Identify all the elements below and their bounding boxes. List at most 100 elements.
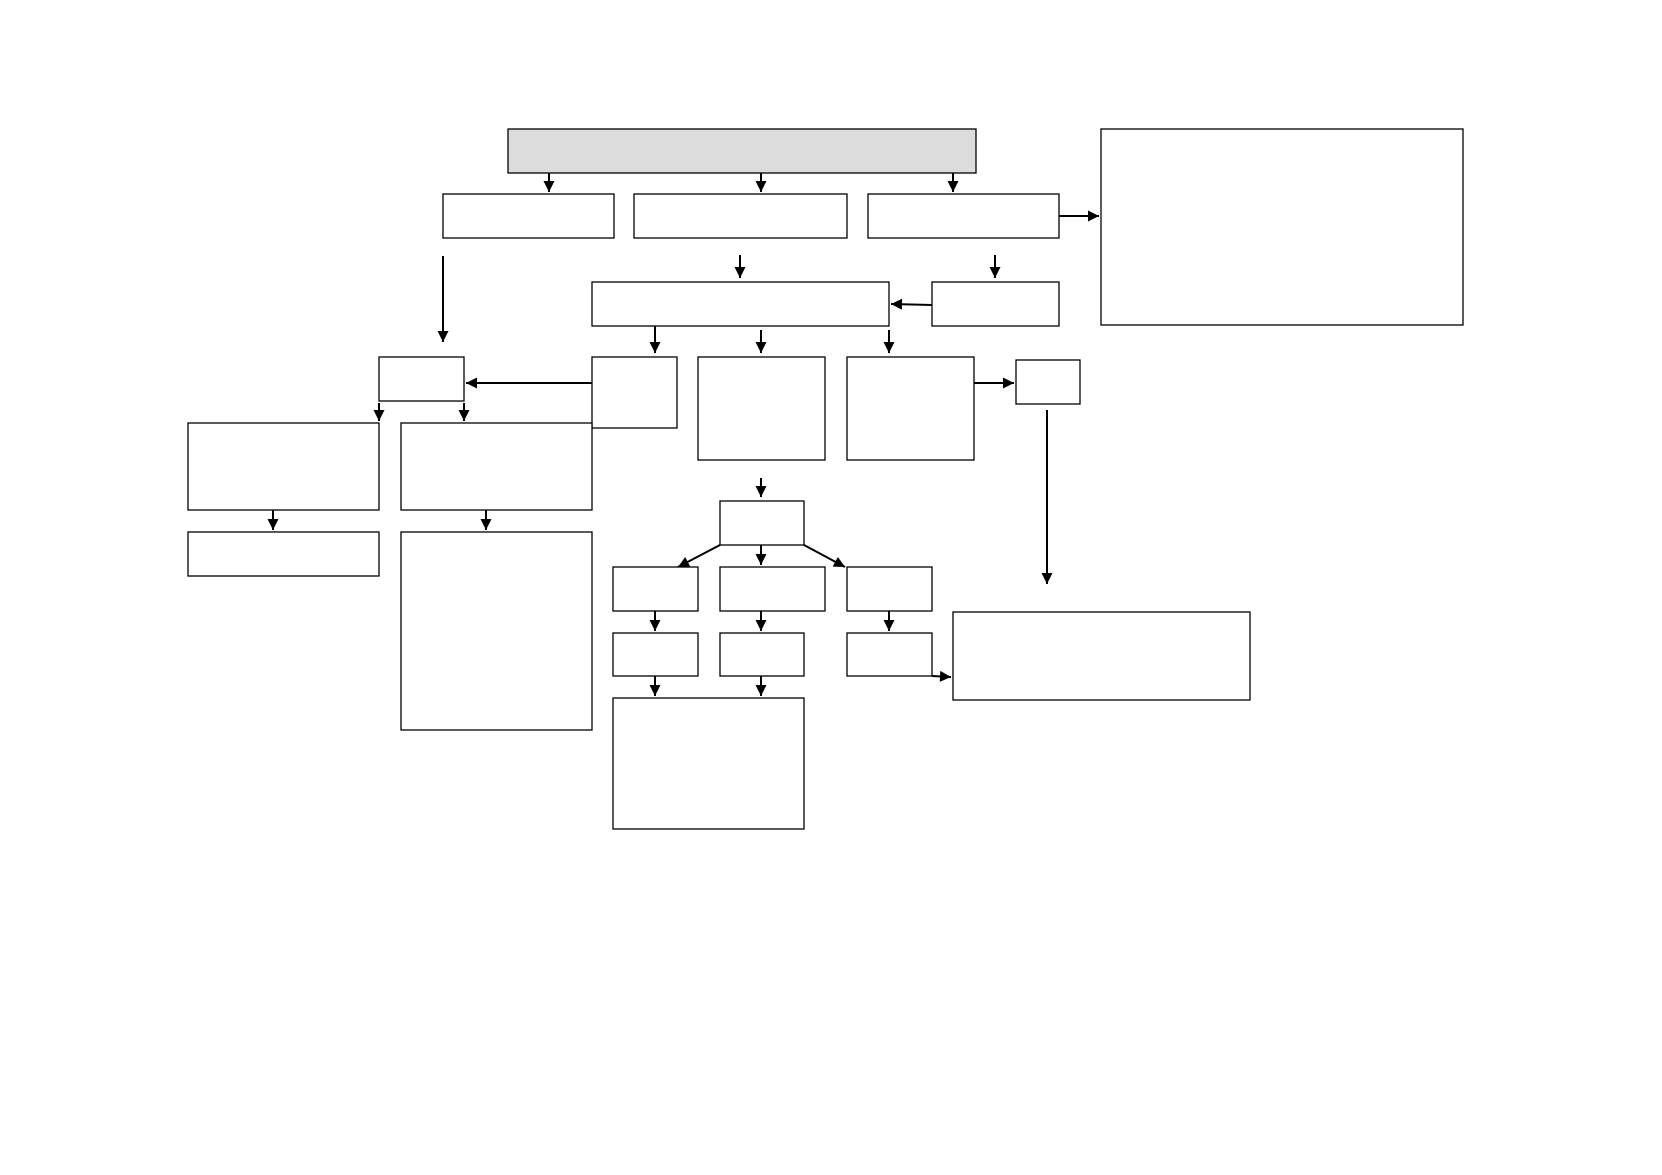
box-shape xyxy=(442,193,615,239)
box-top-header xyxy=(507,128,977,174)
box-col-a xyxy=(591,356,678,429)
box-shape xyxy=(719,500,805,546)
box-branch-mid xyxy=(633,193,848,239)
connector-hub-c2-to-right-box xyxy=(931,670,952,682)
arrowhead xyxy=(437,331,449,342)
arrowhead xyxy=(649,685,661,696)
connector-branch-right-to-side-panel xyxy=(1059,210,1099,222)
box-hub-b xyxy=(719,566,826,612)
connector-hub-a2-to-bottom-box xyxy=(649,676,661,696)
box-branch-right xyxy=(867,193,1060,239)
box-bottom-box xyxy=(612,697,805,830)
arrowhead xyxy=(891,298,903,310)
arrowhead xyxy=(543,181,555,192)
connector-hub-to-hub-c xyxy=(803,544,846,568)
box-right-box xyxy=(952,611,1251,701)
box-shape xyxy=(400,531,593,731)
connector-hub-b-to-hub-b2 xyxy=(755,611,767,631)
connector-mid-header-to-col-a xyxy=(649,326,661,353)
box-branch-left xyxy=(442,193,615,239)
connector-hub-b2-to-bottom-box xyxy=(755,676,767,696)
connector-hub-a-to-hub-a2 xyxy=(649,611,661,631)
arrowhead xyxy=(1003,377,1014,389)
box-shape xyxy=(378,356,465,402)
arrowhead xyxy=(755,342,767,353)
arrowhead xyxy=(480,519,492,530)
box-shape xyxy=(633,193,848,239)
arrowhead xyxy=(1088,210,1099,222)
box-left-1-child xyxy=(187,531,380,577)
arrowhead xyxy=(755,486,767,497)
box-hub-b2 xyxy=(719,632,805,677)
box-small-left xyxy=(378,356,465,402)
box-shape xyxy=(846,632,933,677)
box-mid-header xyxy=(591,281,890,327)
connector-mid-header-to-col-c xyxy=(883,330,895,353)
box-shape xyxy=(719,632,805,677)
box-shape xyxy=(719,566,826,612)
box-feeder xyxy=(931,281,1060,327)
connector-branch-right-to-feeder xyxy=(989,255,1001,278)
box-hub-a2 xyxy=(612,632,699,677)
connector-branch-left-to-small-left xyxy=(437,256,449,342)
box-shape xyxy=(612,632,699,677)
connector-col-b-to-hub xyxy=(755,478,767,497)
connector-branch-mid-to-mid-header xyxy=(734,255,746,278)
connector-col-a-to-small-left xyxy=(466,377,592,389)
connector-hub-to-hub-a xyxy=(677,544,721,568)
box-left-2 xyxy=(400,422,593,511)
box-side-panel xyxy=(1100,128,1464,326)
connector-small-left-to-left-1 xyxy=(373,403,385,421)
arrowhead xyxy=(466,377,477,389)
arrowhead xyxy=(755,685,767,696)
connector-left-1-to-left-1-child xyxy=(267,510,279,530)
box-shape xyxy=(187,422,380,511)
box-hub-c2 xyxy=(846,632,933,677)
box-shape xyxy=(612,697,805,830)
box-shape xyxy=(591,281,890,327)
connector-small-left-to-left-2 xyxy=(458,403,470,421)
box-left-1 xyxy=(187,422,380,511)
box-left-2-child xyxy=(400,531,593,731)
box-shape xyxy=(1015,359,1081,405)
box-layer xyxy=(187,128,1464,830)
box-shape xyxy=(591,356,678,429)
box-shape xyxy=(612,566,699,612)
connector-top-header-to-branch-right xyxy=(947,173,959,192)
box-shape xyxy=(1100,128,1464,326)
box-shape xyxy=(846,566,933,612)
arrowhead xyxy=(755,620,767,631)
box-shape xyxy=(400,422,593,511)
box-col-b xyxy=(697,356,826,461)
arrowhead xyxy=(267,519,279,530)
box-shape xyxy=(507,128,977,174)
arrowhead xyxy=(755,554,767,565)
connector-top-header-to-branch-mid xyxy=(755,173,767,192)
arrowhead xyxy=(883,342,895,353)
connector-hub-c-to-hub-c2 xyxy=(883,611,895,631)
arrowhead xyxy=(832,556,845,567)
connector-feeder-to-mid-header xyxy=(890,298,933,310)
connector-tiny-right-to-right-box xyxy=(1041,410,1053,584)
arrowhead xyxy=(1041,573,1053,584)
arrowhead xyxy=(373,410,385,421)
box-shape xyxy=(187,531,380,577)
box-shape xyxy=(952,611,1251,701)
connector-hub-to-hub-b xyxy=(755,545,767,565)
connector-left-2-to-left-2-child xyxy=(480,510,492,530)
arrowhead xyxy=(649,342,661,353)
arrowhead xyxy=(947,181,959,192)
box-shape xyxy=(931,281,1060,327)
box-hub-c xyxy=(846,566,933,612)
box-shape xyxy=(867,193,1060,239)
connector-top-header-to-branch-left xyxy=(543,173,555,192)
arrowhead xyxy=(734,267,746,278)
box-tiny-right xyxy=(1015,359,1081,405)
box-hub-a xyxy=(612,566,699,612)
arrowhead xyxy=(939,670,951,682)
arrowhead xyxy=(458,410,470,421)
arrowhead xyxy=(883,620,895,631)
arrowhead xyxy=(649,620,661,631)
box-col-c xyxy=(846,356,975,461)
